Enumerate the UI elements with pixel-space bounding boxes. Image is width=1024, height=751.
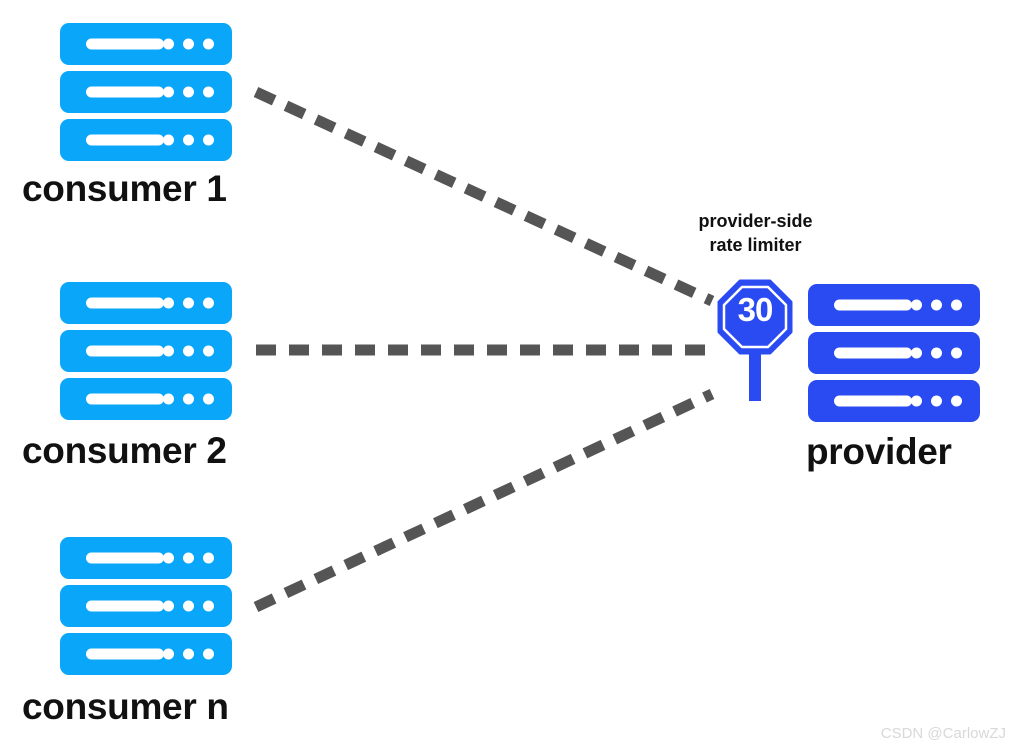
server-slot-icon <box>86 134 164 146</box>
server-slot-icon <box>86 393 164 405</box>
server-unit <box>60 330 232 372</box>
server-slot-icon <box>834 299 912 311</box>
server-slot-icon <box>834 395 912 407</box>
server-leds-icon <box>163 86 214 98</box>
server-leds-icon <box>163 345 214 357</box>
server-leds-icon <box>163 38 214 50</box>
server-leds-icon <box>163 648 214 660</box>
provider-server-stack <box>808 284 980 422</box>
server-slot-icon <box>86 86 164 98</box>
rate-limiter-sign: 30 <box>716 279 794 401</box>
server-unit <box>60 71 232 113</box>
server-slot-icon <box>834 347 912 359</box>
server-unit <box>808 380 980 422</box>
server-unit <box>60 119 232 161</box>
rate-limiter-caption-line-1: provider-side <box>698 211 813 231</box>
server-leds-icon <box>163 600 214 612</box>
server-slot-icon <box>86 648 164 660</box>
consumer-1-label: consumer 1 <box>22 168 227 209</box>
consumer-n-label: consumer n <box>22 686 229 727</box>
server-leds-icon <box>911 347 962 359</box>
server-unit <box>60 282 232 324</box>
octagon-speed-limit-sign-icon <box>717 279 793 401</box>
provider-label: provider <box>806 431 952 472</box>
server-slot-icon <box>86 345 164 357</box>
rate-limiter-value: 30 <box>737 291 774 328</box>
server-leds-icon <box>911 299 962 311</box>
server-unit <box>60 378 232 420</box>
server-leds-icon <box>163 134 214 146</box>
server-unit <box>808 332 980 374</box>
rate-limiter-caption-line-2: rate limiter <box>709 235 802 256</box>
server-leds-icon <box>163 393 214 405</box>
connector-consumer-n <box>253 389 715 612</box>
server-slot-icon <box>86 297 164 309</box>
server-unit <box>60 585 232 627</box>
server-slot-icon <box>86 38 164 50</box>
server-leds-icon <box>911 395 962 407</box>
server-unit <box>60 633 232 675</box>
server-unit <box>60 23 232 65</box>
consumer-1-server-stack <box>60 23 232 161</box>
server-unit <box>60 537 232 579</box>
server-leds-icon <box>163 297 214 309</box>
consumer-2-label: consumer 2 <box>22 430 227 471</box>
rate-limiter-caption: provider-side rate limiter <box>673 209 838 258</box>
server-slot-icon <box>86 552 164 564</box>
server-leds-icon <box>163 552 214 564</box>
server-unit <box>808 284 980 326</box>
server-slot-icon <box>86 600 164 612</box>
consumer-n-server-stack <box>60 537 232 675</box>
connector-consumer-1 <box>253 87 715 306</box>
consumer-2-server-stack <box>60 282 232 420</box>
watermark: CSDN @CarlowZJ <box>880 725 1006 742</box>
